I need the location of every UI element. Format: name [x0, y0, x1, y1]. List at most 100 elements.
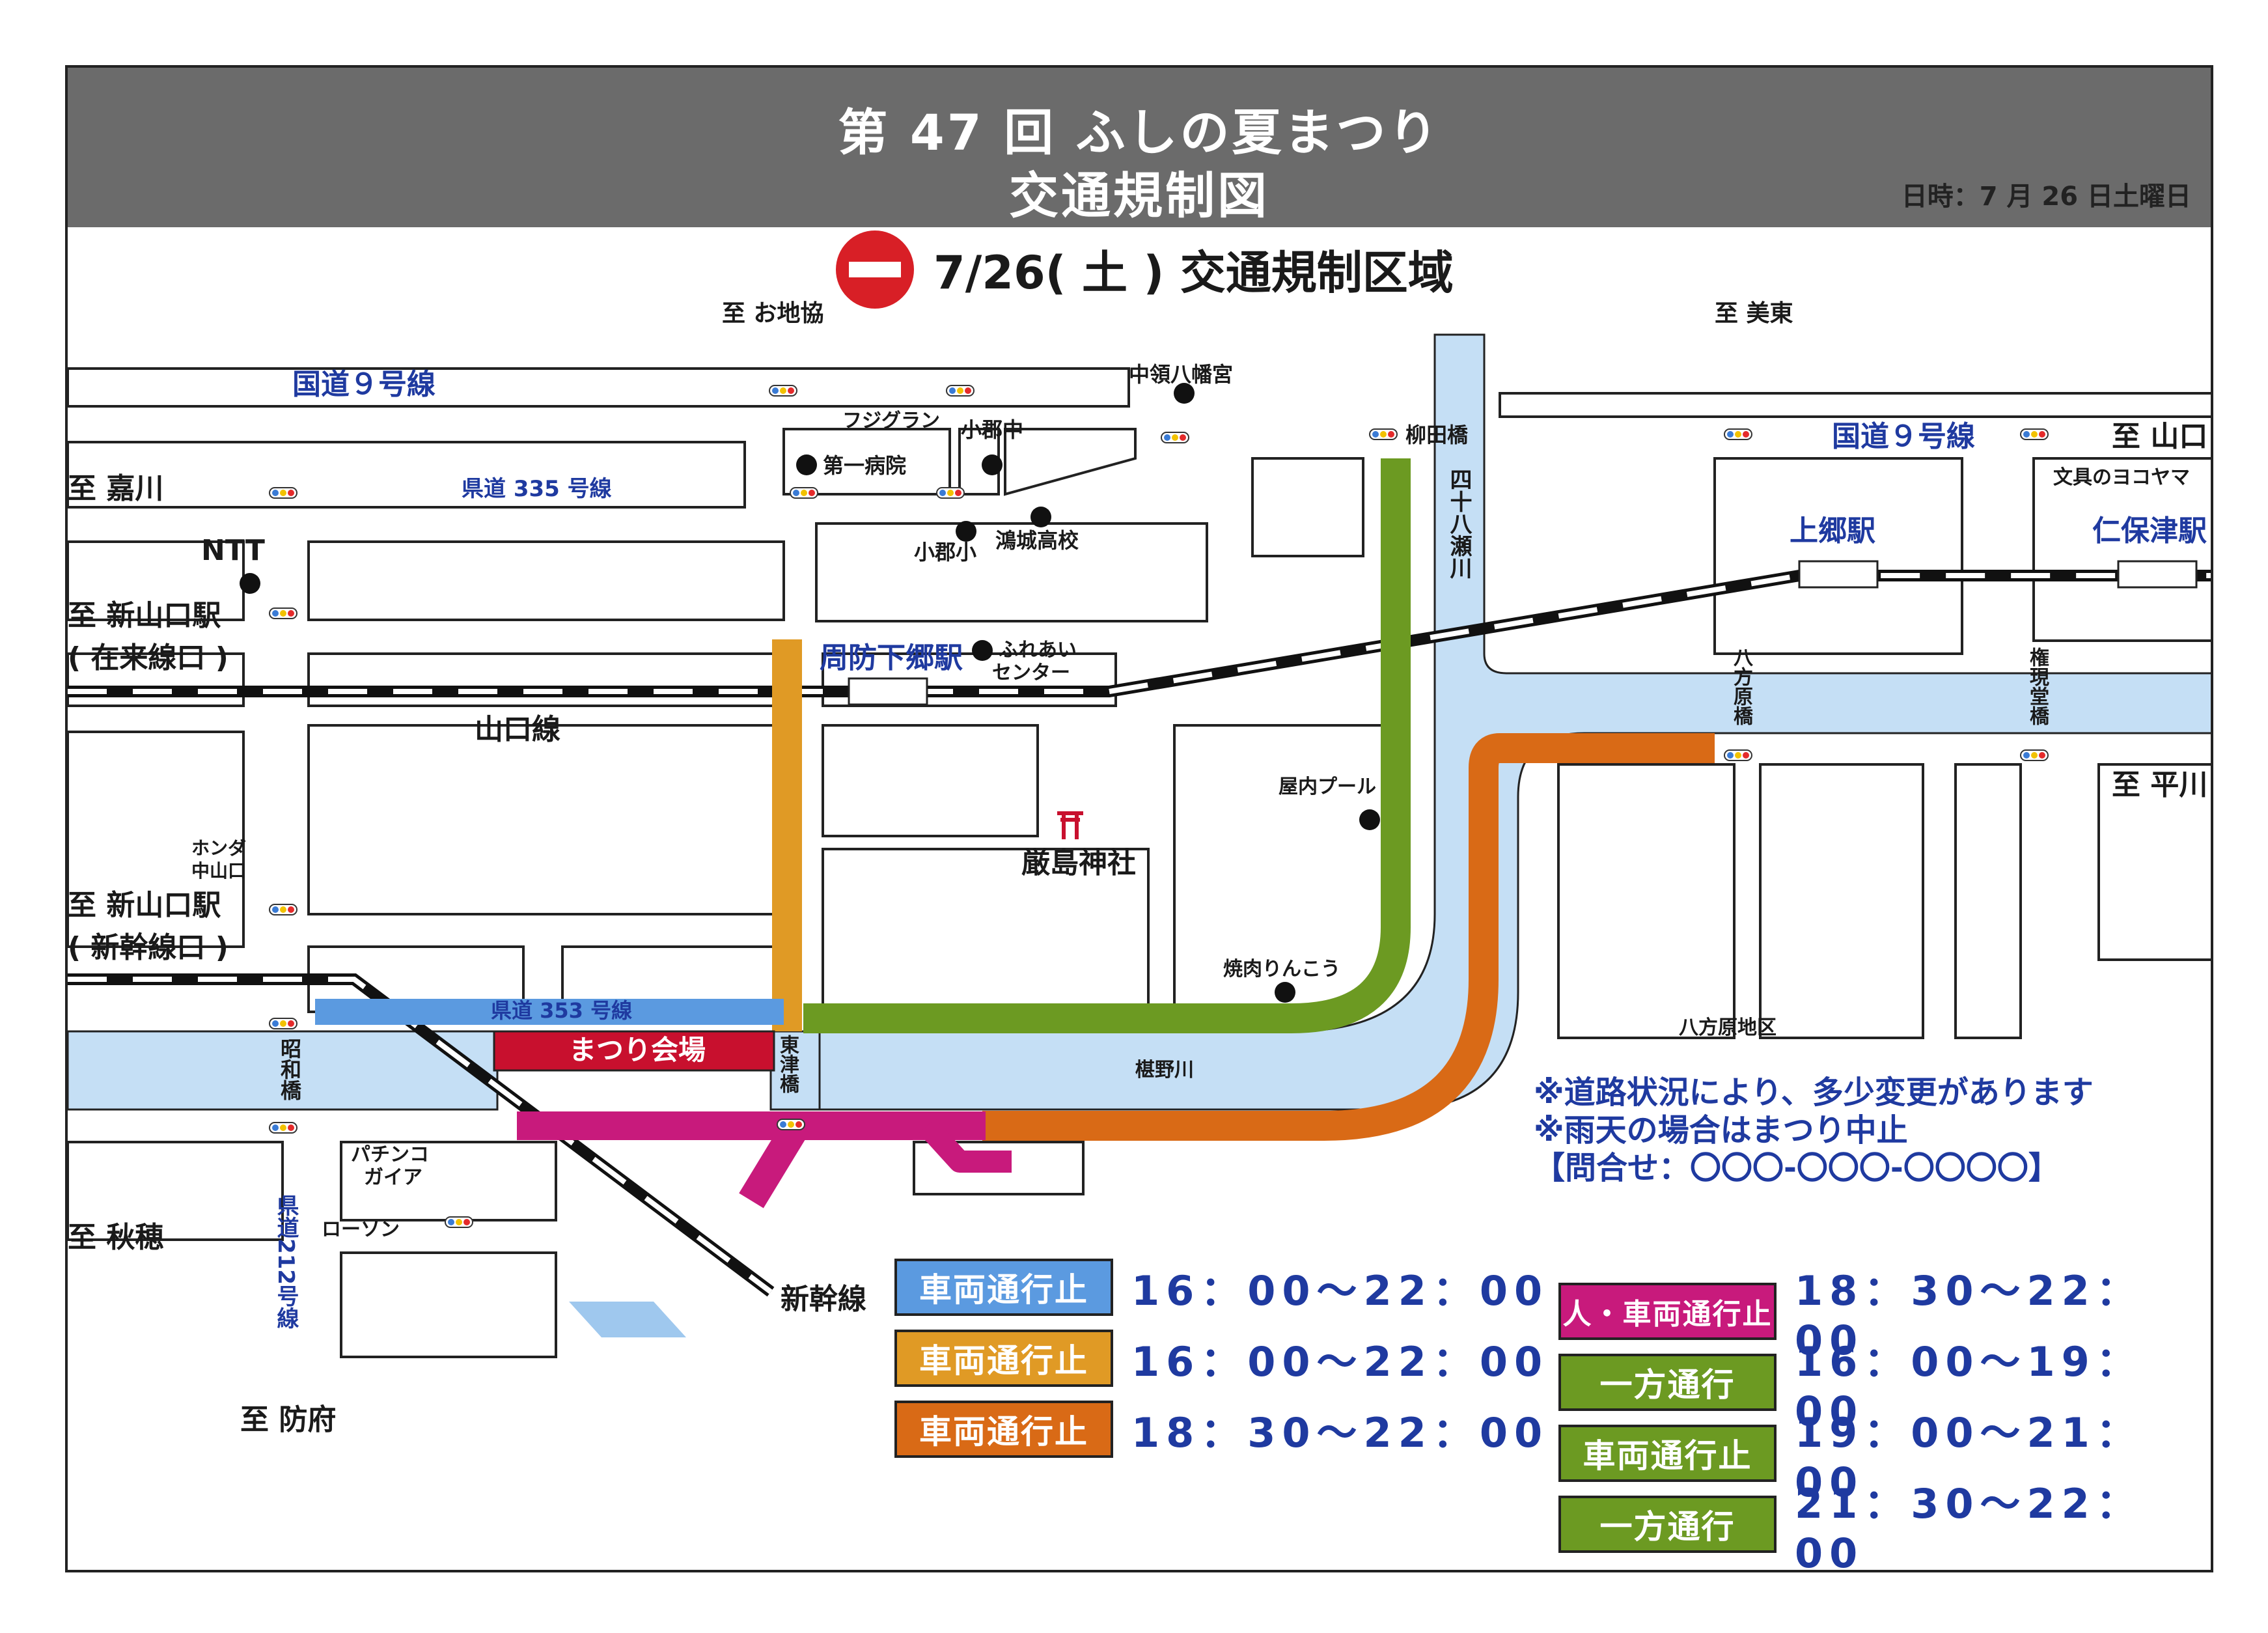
legend-time: 18：30～22：00	[1131, 1409, 1549, 1457]
legend-item: 車両通行止 16：00～22：00	[894, 1258, 1549, 1317]
note-contact: 【問合せ：〇〇〇-〇〇〇-〇〇〇〇】	[1534, 1150, 2060, 1186]
signal-icon	[1724, 749, 1752, 761]
block-happou1	[1557, 763, 1736, 1039]
legend-item: 一方通行 21：30～22：00	[1558, 1471, 2211, 1570]
label-honda2: 中山口	[191, 860, 247, 882]
map-frame: 第 47 回 ふしの夏まつり 交通規制図 日時：7 月 26 日土曜日 7/26…	[65, 65, 2213, 1572]
label-to-aio: 至 秋穂	[68, 1221, 164, 1254]
signal-icon	[2020, 749, 2049, 761]
label-yamaguchi-line: 山口線	[475, 713, 560, 746]
block-koujou	[815, 522, 1208, 622]
dot-nakaryo	[1174, 383, 1195, 404]
block-a	[68, 441, 746, 509]
legend-item: 車両通行止 16：00～22：00	[894, 1329, 1549, 1388]
label-route353: 県道 353 号線	[491, 998, 633, 1023]
dot-koujou	[1030, 507, 1051, 527]
label-itsukushima: 厳島神社	[1021, 846, 1136, 880]
title-line2: 交通規制図	[1009, 167, 1269, 225]
block-happou3	[1954, 763, 2022, 1039]
header-bar: 第 47 回 ふしの夏まつり 交通規制図 日時：7 月 26 日土曜日	[68, 68, 2211, 227]
legend-swatch: 車両通行止	[894, 1330, 1113, 1387]
block-hira	[2097, 763, 2211, 961]
label-pachinko1: パチンコ	[351, 1143, 429, 1166]
label-bunguno-yokoyama: 文具のヨコヤマ	[2053, 466, 2190, 489]
legend-swatch: 車両通行止	[894, 1259, 1113, 1316]
label-gongendo-bridge: 権現堂橋	[2026, 647, 2049, 725]
road-magenta-east	[919, 1118, 1012, 1173]
title-line1: 第 47 回 ふしの夏まつり	[838, 104, 1441, 161]
signal-icon	[769, 385, 797, 397]
shinkansen-dash	[68, 977, 773, 1294]
label-suoushimogo: 周防下郷駅	[820, 641, 963, 675]
signal-icon	[2020, 428, 2049, 440]
signal-icon	[790, 487, 818, 499]
label-to-yamaguchi: 至 山口	[2112, 420, 2208, 453]
legend-swatch: 人・車両通行止	[1558, 1282, 1777, 1340]
label-fujigran: フジグラン	[842, 410, 940, 432]
legend-swatch: 一方通行	[1558, 1495, 1777, 1553]
label-happoubara-area: 八方原地区	[1679, 1016, 1777, 1039]
dot-ogori-elem	[956, 521, 976, 542]
legend-time: 16：00～22：00	[1131, 1267, 1549, 1315]
label-daiichi: 第一病院	[823, 453, 907, 478]
label-lawson: ローソン	[322, 1218, 400, 1241]
note-change: ※道路状況により、多少変更があります	[1534, 1074, 2094, 1111]
label-kamigo-station: 上郷駅	[1790, 514, 1875, 548]
banner-title: 7/26( 土 ) 交通規制区域	[933, 246, 1454, 300]
kamigo-station-box	[1798, 560, 1879, 589]
yosehachi-river-shape	[818, 333, 2211, 1111]
label-shinkansen-exit: ( 新幹線口 )	[68, 931, 228, 964]
label-yosehachi-river: 四十八瀬川	[1446, 468, 1472, 579]
label-higashitsu-bridge: 東津橋	[776, 1035, 799, 1093]
label-route9-left: 国道９号線	[292, 368, 436, 401]
stations	[848, 560, 2198, 706]
road-orange	[982, 733, 1715, 1141]
block-b	[307, 540, 785, 621]
label-honda1: ホンダ	[191, 837, 247, 859]
block-e	[307, 652, 785, 707]
signal-icon	[946, 385, 975, 397]
label-route9-right: 国道９号線	[1832, 420, 1975, 453]
label-fushino-river: 椹野川	[1135, 1059, 1194, 1082]
venue-block	[493, 1030, 775, 1072]
block-l	[340, 1251, 557, 1358]
label-indoor-pool: 屋内プール	[1279, 775, 1376, 798]
fushino-river-left	[68, 1030, 499, 1111]
signal-icon	[1369, 428, 1398, 440]
block-aio	[68, 1141, 284, 1241]
signal-icon	[1724, 428, 1752, 440]
road-magenta-branch	[739, 1118, 809, 1208]
label-to-hofu: 至 防府	[240, 1403, 337, 1436]
signal-icon	[1161, 432, 1189, 443]
legend-swatch: 一方通行	[1558, 1353, 1777, 1411]
label-yakiniku: 焼肉りんこう	[1223, 958, 1340, 981]
block-niho	[2032, 457, 2211, 642]
label-nakaryo: 中領八幡宮	[1129, 362, 1234, 387]
block-h	[822, 724, 1039, 837]
legend-item: 一方通行 16：00～19：00	[1558, 1329, 2211, 1435]
label-happoubara-bridge: 八方原橋	[1730, 647, 1752, 725]
block-g	[307, 724, 785, 915]
block-tri	[1004, 428, 1137, 496]
signal-icon	[269, 904, 297, 915]
legend-swatch: 車両通行止	[894, 1401, 1113, 1458]
signal-icon	[269, 607, 297, 619]
label-pachinko2: ガイア	[364, 1166, 422, 1189]
notes-panel: ※道路状況により、多少変更があります ※雨天の場合はまつり中止 【問合せ：〇〇〇…	[1534, 1074, 2094, 1187]
legend-item: 車両通行止 19：00～21：00	[1558, 1400, 2211, 1506]
block-shrine	[822, 848, 1150, 1013]
block-k	[340, 1141, 557, 1221]
traffic-signals	[269, 385, 2049, 1228]
block-c	[1251, 457, 1364, 557]
legend-time: 16：00～19：00	[1794, 1338, 2143, 1435]
route9-right-road	[1499, 392, 2211, 418]
label-route335: 県道 335 号線	[462, 476, 612, 502]
label-koujou: 鴻城高校	[995, 528, 1079, 553]
label-to-kagawa: 至 嘉川	[68, 472, 164, 505]
block-happou2	[1759, 763, 1924, 1039]
label-zairai-exit: ( 在来線口 )	[68, 641, 228, 675]
signal-icon	[269, 1018, 297, 1029]
signal-icon	[269, 1122, 297, 1134]
label-to-hirakawa: 至 平川	[2112, 768, 2208, 802]
no-entry-icon	[836, 230, 914, 309]
